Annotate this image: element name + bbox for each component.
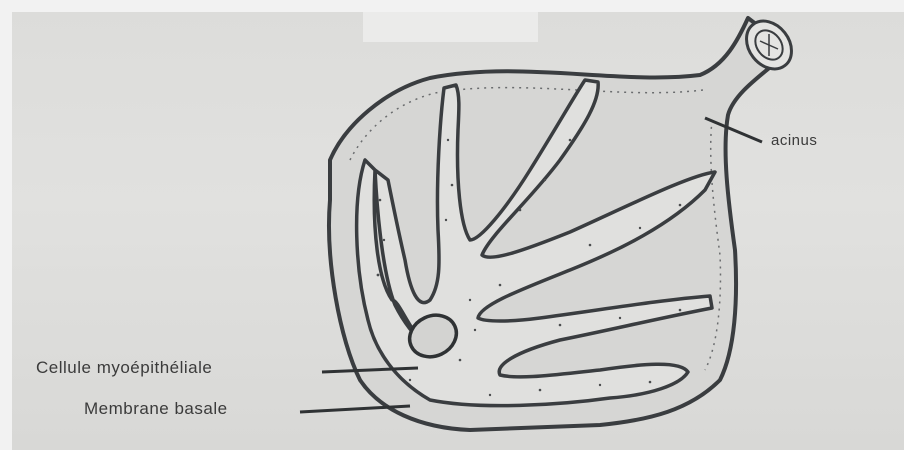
myoepithelial-cell-label: Cellule myoépithéliale <box>36 358 212 378</box>
basement-membrane-label: Membrane basale <box>84 399 228 419</box>
acinus-label: acinus <box>771 132 817 149</box>
